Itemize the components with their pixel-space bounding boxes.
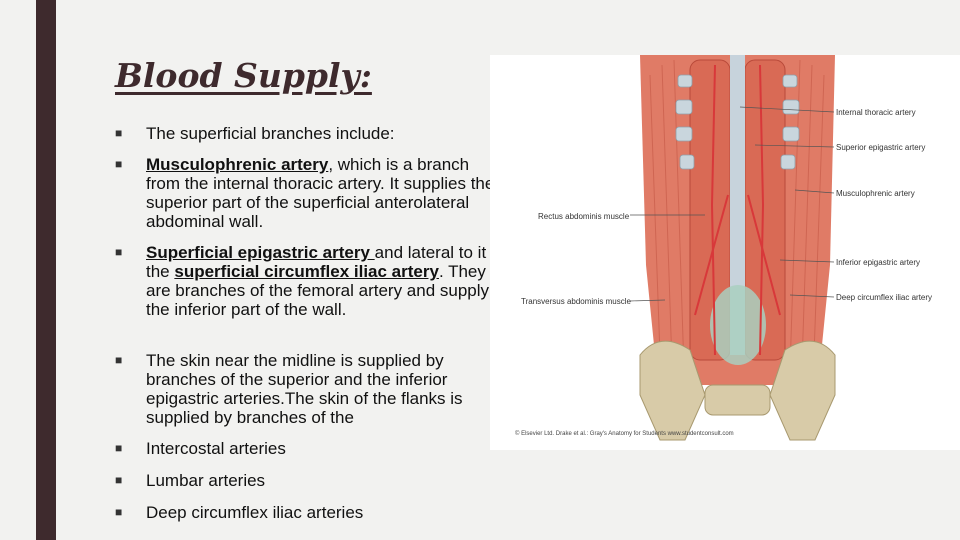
bullet-item: ■ Musculophrenic artery, which is a bran… — [115, 155, 495, 231]
accent-bar — [36, 0, 56, 540]
pelvis-right — [769, 340, 836, 441]
square-bullet-icon: ■ — [115, 126, 123, 140]
slide-title: Blood Supply: — [115, 56, 372, 95]
label-transversus: Transversus abdominis muscle — [521, 297, 632, 306]
square-bullet-icon: ■ — [115, 157, 123, 171]
label-superior-epigastric: Superior epigastric artery — [836, 143, 925, 152]
leader-lines — [629, 106, 835, 302]
bullet-text: Deep circumflex iliac arteries — [146, 503, 364, 522]
pelvis-left — [639, 340, 706, 441]
bullet-text: Superficial epigastric artery and latera… — [146, 243, 495, 319]
bullet-item: ■ Deep circumflex iliac arteries — [115, 503, 495, 522]
figure-credit: © Elsevier Ltd. Drake et al.: Gray's Ana… — [515, 430, 734, 437]
bullet-text: The superficial branches include: — [146, 124, 395, 143]
ribs — [675, 74, 800, 170]
bullet-text-part: and lateral to it the — [146, 243, 487, 281]
square-bullet-icon: ■ — [115, 441, 123, 455]
square-bullet-icon: ■ — [115, 245, 123, 259]
label-rectus: Rectus abdominis muscle — [538, 212, 630, 221]
label-deep-circumflex: Deep circumflex iliac artery — [836, 293, 932, 302]
pubic-bone — [704, 384, 771, 416]
bullet-item: ■ Intercostal arteries — [115, 439, 495, 458]
bullet-text-part: , which is a branch from the internal th… — [146, 155, 495, 231]
square-bullet-icon: ■ — [115, 473, 123, 487]
bullet-item: ■ The superficial branches include: — [115, 124, 495, 143]
bullet-item: ■ The skin near the midline is supplied … — [115, 351, 495, 427]
bullet-text: Intercostal arteries — [146, 439, 286, 458]
square-bullet-icon: ■ — [115, 353, 123, 367]
bullet-text: Musculophrenic artery, which is a branch… — [146, 155, 495, 231]
bullet-item: ■ Superficial epigastric artery and late… — [115, 243, 495, 319]
bullet-text: The skin near the midline is supplied by… — [146, 351, 463, 427]
square-bullet-icon: ■ — [115, 505, 123, 519]
label-inferior-epigastric: Inferior epigastric artery — [836, 258, 920, 267]
bullet-text-part: . They are branches of the femoral arter… — [146, 262, 490, 319]
label-internal-thoracic: Internal thoracic artery — [836, 108, 916, 117]
arteries — [694, 64, 781, 356]
musculophrenic-link[interactable]: Musculophrenic artery — [146, 155, 329, 174]
superficial-circumflex-link[interactable]: superficial circumflex iliac artery — [174, 262, 439, 281]
bladder-area — [710, 285, 766, 365]
anatomy-figure: Internal thoracic artery Superior epigas… — [490, 55, 960, 450]
bullet-item: ■ Lumbar arteries — [115, 471, 495, 490]
abdominal-wall-illustration: Internal thoracic artery Superior epigas… — [515, 55, 932, 441]
superficial-epigastric-link[interactable]: Superficial epigastric artery — [146, 243, 375, 262]
label-musculophrenic: Musculophrenic artery — [836, 189, 915, 198]
bullet-text: Lumbar arteries — [146, 471, 266, 490]
linea-alba — [730, 55, 745, 355]
